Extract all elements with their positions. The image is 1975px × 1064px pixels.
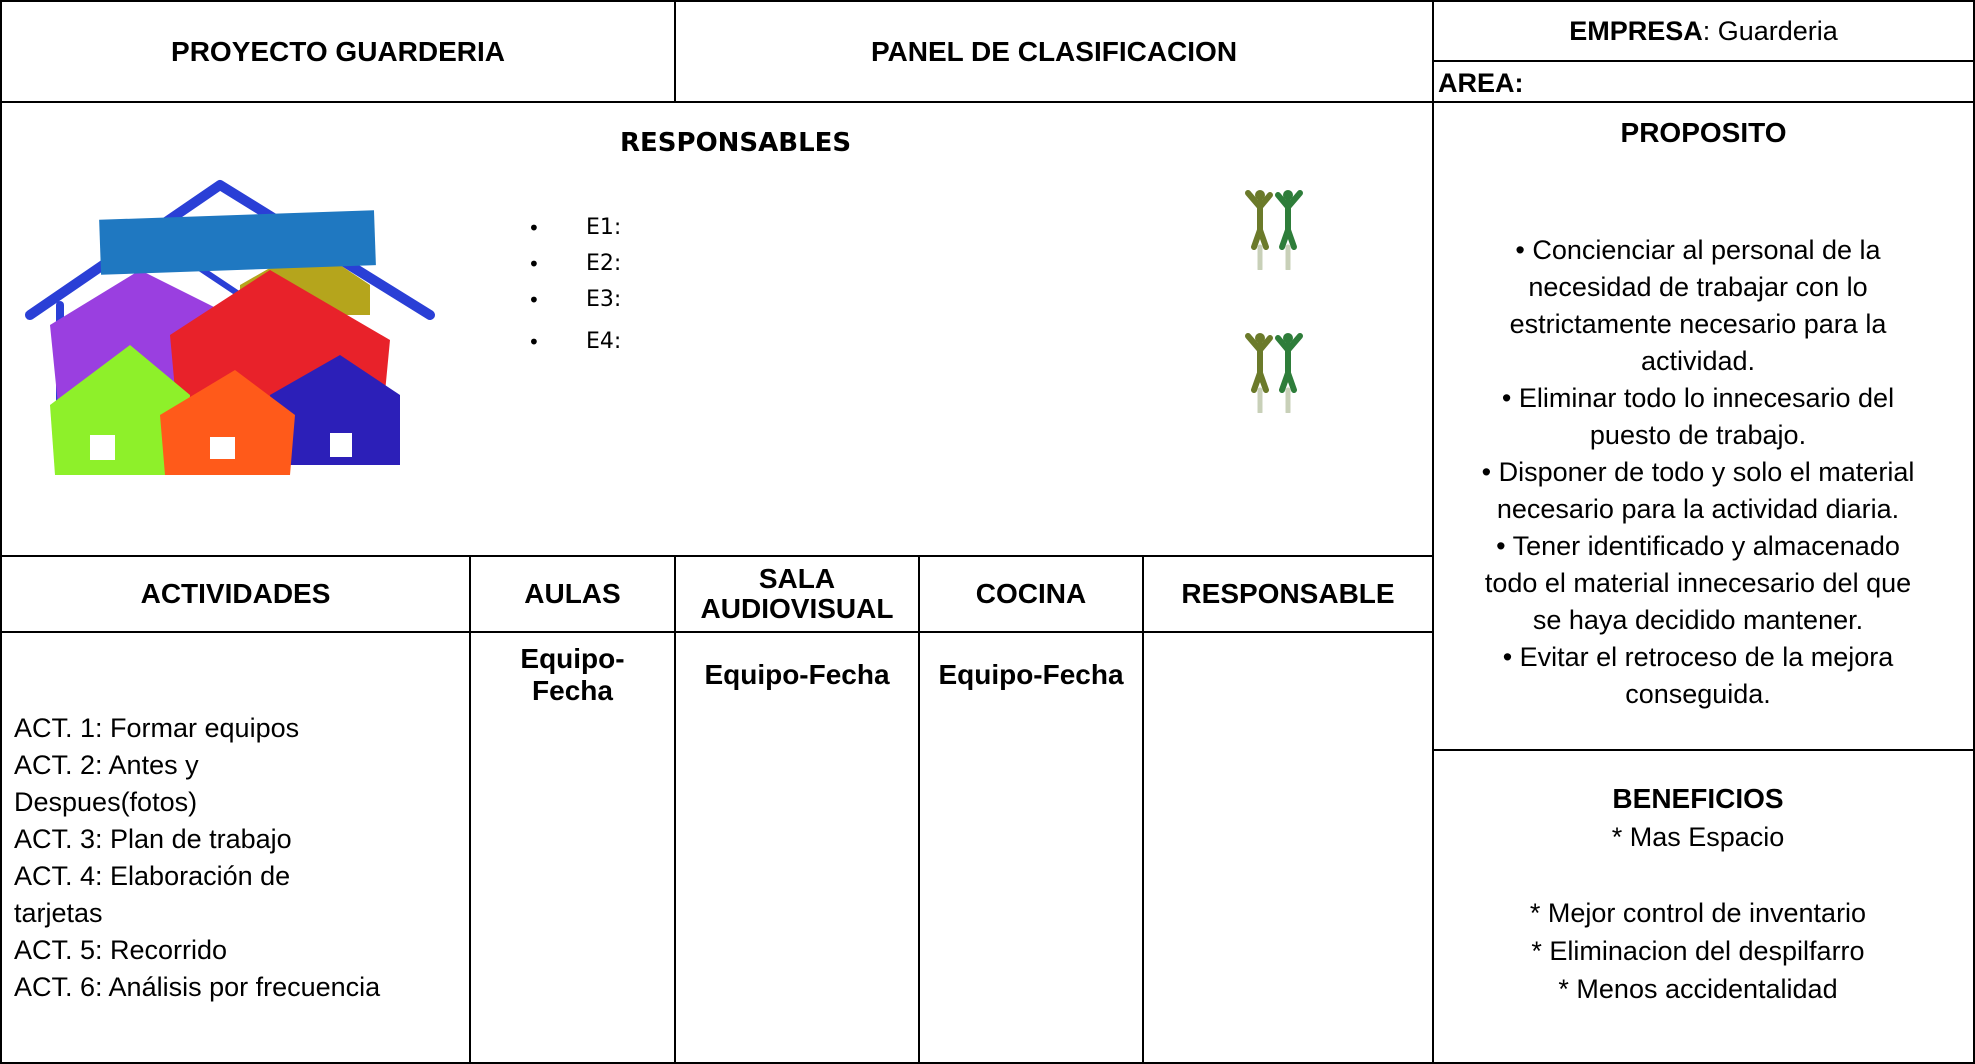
list-item: ACT. 5: Recorrido <box>14 935 228 965</box>
area-cell: AREA: <box>1432 60 1975 103</box>
list-item: * Eliminacion del despilfarro <box>1531 936 1865 966</box>
list-item: •E2: <box>528 251 622 276</box>
actividades-column <box>0 631 471 1064</box>
list-item: Despues(fotos) <box>14 787 198 817</box>
responsables-list: •E1: •E2: •E3: •E4: <box>520 210 621 360</box>
cocina-subheader: Equipo-Fecha <box>938 659 1124 690</box>
project-title-cell: PROYECTO GUARDERIA <box>0 0 676 103</box>
list-item: ACT. 6: Análisis por frecuencia <box>14 972 381 1002</box>
list-item: * Menos accidentalidad <box>1558 974 1838 1004</box>
empresa-label: EMPRESA <box>1569 16 1703 46</box>
header-sala-audiovisual: SALA AUDIOVISUAL <box>674 555 920 633</box>
aulas-column: Equipo- Fecha <box>469 631 676 1064</box>
header-aulas: AULAS <box>469 555 676 633</box>
beneficios-text: BENEFICIOS * Mas Espacio * Mejor control… <box>1428 780 1968 1008</box>
sala-subheader: Equipo-Fecha <box>704 659 890 690</box>
list-item: tarjetas <box>14 898 103 928</box>
list-item: ACT. 3: Plan de trabajo <box>14 824 292 854</box>
list-item: •E3: <box>528 287 622 312</box>
list-item: •E4: <box>528 329 622 354</box>
list-item: ACT. 2: Antes y <box>14 750 199 780</box>
list-item: * Mas Espacio <box>1611 822 1785 852</box>
actividades-list: ACT. 1: Formar equipos ACT. 2: Antes y D… <box>14 710 454 1006</box>
proposito-title: PROPOSITO <box>1620 117 1787 148</box>
spacer <box>1428 856 1968 894</box>
houses-drawing-logo <box>25 180 435 475</box>
header-responsable: RESPONSABLE <box>1142 555 1434 633</box>
area-label: AREA: <box>1438 68 1524 98</box>
proposito-text: • Concienciar al personal de la necesida… <box>1481 235 1915 709</box>
aulas-subheader-2: Fecha <box>532 675 613 706</box>
header-actividades: ACTIVIDADES <box>0 555 471 633</box>
project-title: PROYECTO GUARDERIA <box>171 35 505 67</box>
list-item: •E1: <box>528 215 622 240</box>
empresa-cell: EMPRESA: Guarderia <box>1432 0 1975 62</box>
panel-title-cell: PANEL DE CLASIFICACION <box>674 0 1434 103</box>
people-cheer-icon <box>1245 333 1303 413</box>
panel-title: PANEL DE CLASIFICACION <box>870 35 1238 67</box>
header-cocina: COCINA <box>918 555 1144 633</box>
aulas-subheader: Equipo- <box>520 643 625 674</box>
people-cheer-icon <box>1245 190 1303 270</box>
list-item: ACT. 1: Formar equipos <box>14 713 300 743</box>
list-item: * Mejor control de inventario <box>1529 898 1867 928</box>
empresa-value: : Guarderia <box>1702 16 1838 46</box>
responsables-title: RESPONSABLES <box>620 128 852 158</box>
cocina-column: Equipo-Fecha <box>918 631 1144 1064</box>
sala-column: Equipo-Fecha <box>674 631 920 1064</box>
list-item: ACT. 4: Elaboración de <box>14 861 291 891</box>
proposito-panel: PROPOSITO <box>1432 101 1975 751</box>
beneficios-title: BENEFICIOS <box>1612 783 1784 814</box>
beneficios-panel <box>1432 749 1975 1064</box>
responsable-column <box>1142 631 1434 1064</box>
